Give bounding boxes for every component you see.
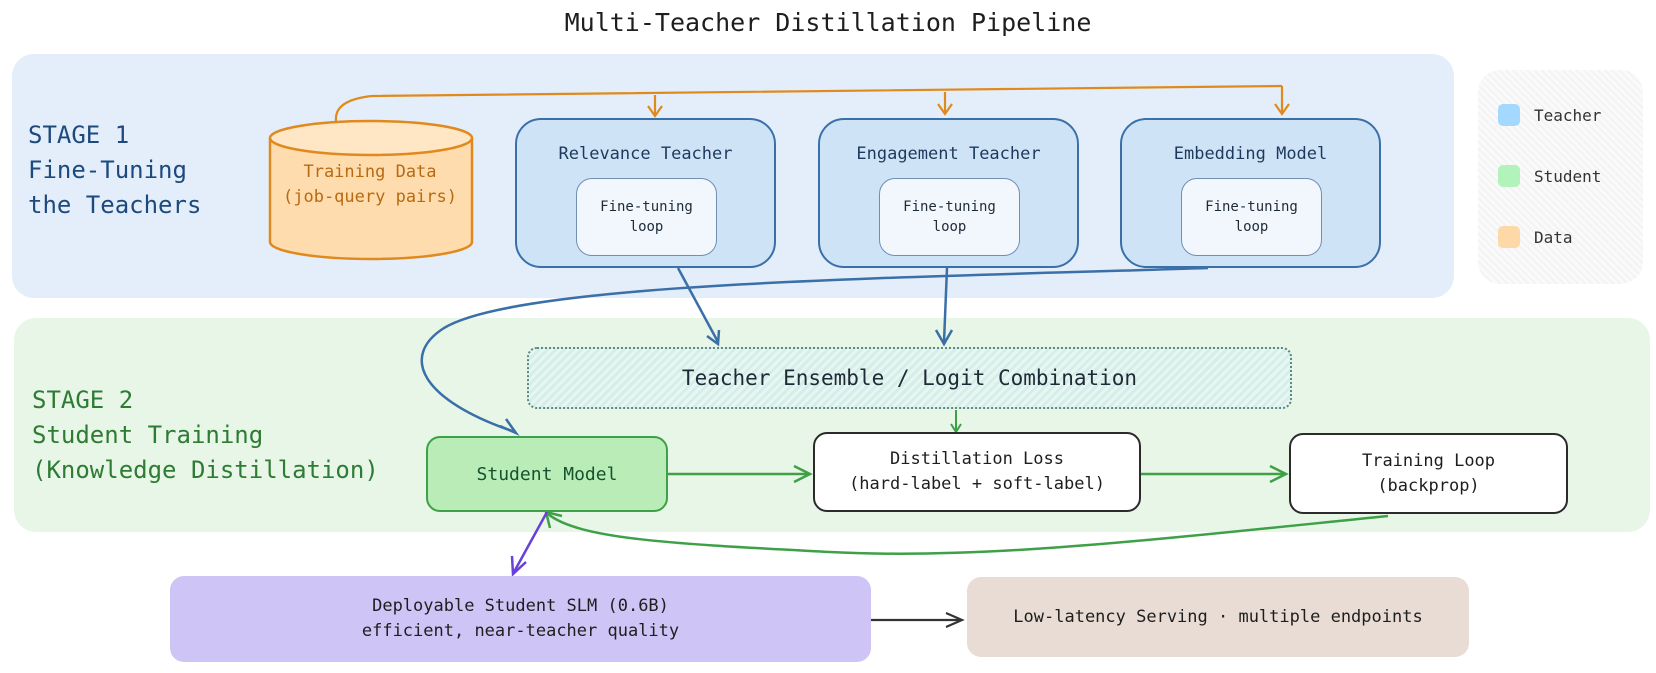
legend-label: Teacher <box>1534 105 1602 125</box>
stage2-label: STAGE 2 Student Training (Knowledge Dist… <box>32 383 379 488</box>
teacher-title: Embedding Model <box>1173 144 1328 164</box>
backprop-feedback-arrow <box>544 510 1389 556</box>
serving-node: Low-latency Serving · multiple endpoints <box>967 577 1469 657</box>
diagram-title: Multi-Teacher Distillation Pipeline <box>564 8 1092 37</box>
stage1-label-line: the Teachers <box>28 191 202 219</box>
stage2-label-line: Student Training <box>32 421 264 449</box>
fine-tuning-loop-box: Fine-tuning loop <box>1181 178 1322 256</box>
teacher-ensemble-node: Teacher Ensemble / Logit Combination <box>527 347 1292 409</box>
embedding-to-student-arrow <box>420 266 1209 436</box>
data-swatch <box>1498 226 1520 248</box>
legend-item-data: Data <box>1498 226 1573 248</box>
data-feed-connector <box>334 84 1290 122</box>
student-model-node: Student Model <box>426 436 668 512</box>
engagement-teacher-node: Engagement Teacher Fine-tuning loop <box>818 118 1079 268</box>
stage2-label-line: STAGE 2 <box>32 386 134 414</box>
training-loop-node: Training Loop (backprop) <box>1289 433 1568 514</box>
relevance-teacher-node: Relevance Teacher Fine-tuning loop <box>515 118 776 268</box>
legend-item-student: Student <box>1498 165 1601 187</box>
deployable-student-node: Deployable Student SLM (0.6B) efficient,… <box>170 576 871 662</box>
legend-item-teacher: Teacher <box>1498 104 1601 126</box>
stage1-label: STAGE 1 Fine-Tuning the Teachers <box>28 118 201 223</box>
stage1-label-line: Fine-Tuning <box>28 156 187 184</box>
stage2-label-line: (Knowledge Distillation) <box>32 456 379 484</box>
teacher-swatch <box>1498 104 1520 126</box>
deploy-to-serving-arrow <box>871 611 965 629</box>
ensemble-to-loss-arrow <box>950 410 962 434</box>
training-data-cylinder <box>268 119 474 261</box>
legend: Teacher Student Data <box>1478 70 1643 284</box>
teacher-to-ensemble-arrows <box>676 267 954 347</box>
student-to-deploy-arrow <box>510 511 549 577</box>
training-flow-arrows <box>668 464 1289 484</box>
student-swatch <box>1498 165 1520 187</box>
teacher-title: Engagement Teacher <box>856 144 1041 164</box>
embedding-model-node: Embedding Model Fine-tuning loop <box>1120 118 1381 268</box>
fine-tuning-loop-box: Fine-tuning loop <box>576 178 717 256</box>
fine-tuning-loop-box: Fine-tuning loop <box>879 178 1020 256</box>
legend-label: Data <box>1534 227 1573 247</box>
teacher-title: Relevance Teacher <box>558 144 733 164</box>
stage1-label-line: STAGE 1 <box>28 121 130 149</box>
distillation-loss-node: Distillation Loss (hard-label + soft-lab… <box>813 432 1141 512</box>
legend-label: Student <box>1534 166 1602 186</box>
training-data-label: Training Data (job-query pairs) <box>283 162 457 207</box>
